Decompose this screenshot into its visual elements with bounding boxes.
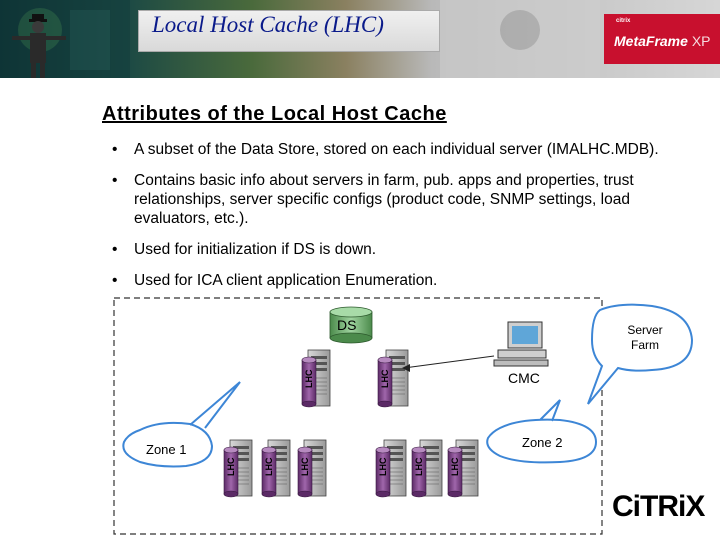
lhc-label: LHC	[264, 457, 274, 476]
server-farm-label: Server Farm	[627, 323, 663, 352]
lhc-label: LHC	[450, 457, 460, 476]
section-heading: Attributes of the Local Host Cache	[102, 103, 447, 125]
metaframe-logo-main: MetaFrame	[614, 33, 688, 49]
zone2-callout	[486, 399, 598, 464]
zone1-label: Zone 1	[146, 442, 187, 457]
server-farm-callout	[587, 303, 694, 405]
cmc-workstation-icon	[493, 321, 549, 367]
lhc-label: LHC	[414, 457, 424, 476]
ds-label: DS	[337, 317, 357, 333]
cmc-label: CMC	[508, 370, 540, 386]
walking-man-figure	[12, 14, 66, 78]
slide-title: Local Host Cache (LHC)	[152, 12, 384, 37]
cmc-connection-line	[403, 355, 495, 369]
zone1-callout	[122, 381, 241, 468]
bullet-item: Contains basic info about servers in far…	[108, 171, 688, 228]
lhc-label: LHC	[378, 457, 388, 476]
metaframe-logo-citrix: citrix	[616, 18, 631, 24]
lhc-label: LHC	[304, 369, 314, 388]
lhc-label: LHC	[300, 457, 310, 476]
banner-background-art	[0, 0, 600, 78]
title-box	[138, 10, 440, 52]
server-farm-boundary	[113, 297, 603, 535]
lhc-label: LHC	[226, 457, 236, 476]
bullet-item: Used for initialization if DS is down.	[108, 240, 688, 259]
metaframe-logo-box	[604, 14, 720, 64]
bullet-item: Used for ICA client application Enumerat…	[108, 271, 688, 290]
data-store-cylinder	[329, 306, 373, 344]
arrowhead-icon	[402, 364, 410, 372]
metaframe-logo-xp: XP	[691, 33, 711, 49]
citrix-logo: CiTRiX	[612, 490, 705, 523]
title-banner: Local Host Cache (LHC) citrix MetaFrame …	[0, 0, 720, 78]
lhc-label: LHC	[380, 369, 390, 388]
zone2-label: Zone 2	[522, 435, 563, 450]
metaframe-logo-text: MetaFrame XP	[614, 33, 711, 49]
bullet-list: A subset of the Data Store, stored on ea…	[108, 140, 688, 302]
bullet-item: A subset of the Data Store, stored on ea…	[108, 140, 688, 159]
